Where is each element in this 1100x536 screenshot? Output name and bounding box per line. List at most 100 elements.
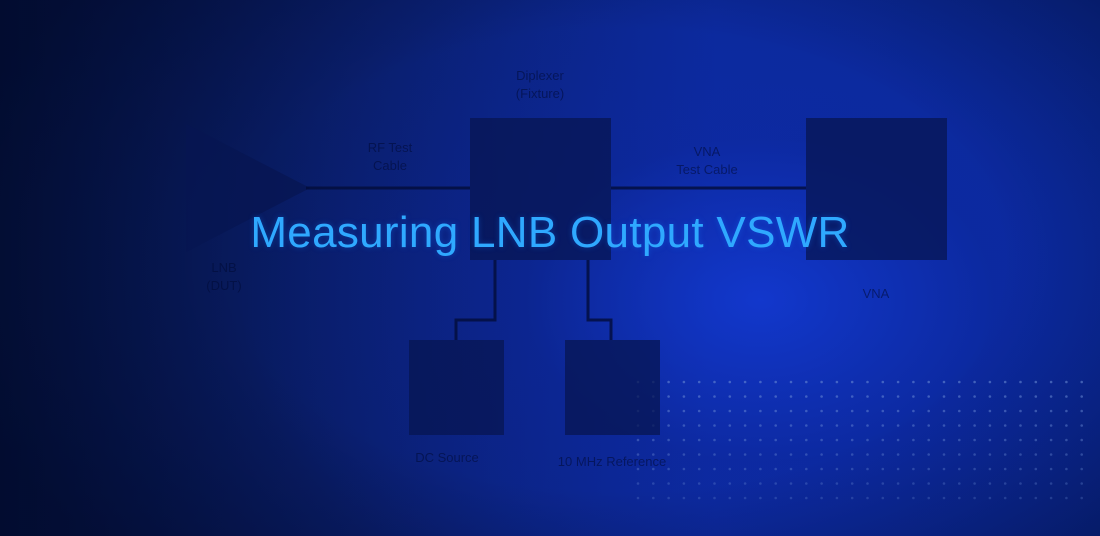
grid-dot xyxy=(942,438,946,442)
grid-dot xyxy=(1065,467,1068,471)
grid-dot xyxy=(973,380,976,384)
grid-dot xyxy=(896,424,900,427)
grid-dot xyxy=(682,496,686,500)
grid-dot xyxy=(759,467,762,471)
grid-dot xyxy=(958,453,961,456)
grid-dot xyxy=(1003,438,1007,442)
dc-source-connector xyxy=(454,260,497,340)
vna-cable-label-line2: Test Cable xyxy=(676,162,737,177)
grid-dot xyxy=(789,467,793,471)
grid-dot xyxy=(866,438,869,442)
grid-dot xyxy=(988,395,992,398)
grid-dot xyxy=(743,424,747,427)
grid-dot xyxy=(896,395,900,398)
grid-dot xyxy=(927,424,930,427)
grid-dot xyxy=(1034,424,1038,427)
grid-dot xyxy=(1080,496,1083,500)
grid-dot xyxy=(835,453,839,456)
grid-dot xyxy=(789,380,793,384)
grid-dot xyxy=(1080,467,1083,471)
grid-dot xyxy=(682,467,686,471)
grid-dot xyxy=(682,380,686,384)
grid-dot xyxy=(973,482,976,485)
grid-dot xyxy=(774,453,777,456)
grid-dot xyxy=(1034,496,1038,500)
grid-dot xyxy=(1065,424,1068,427)
grid-dot xyxy=(850,438,854,442)
grid-dot xyxy=(1019,496,1022,500)
grid-dot xyxy=(805,424,808,427)
grid-dot xyxy=(912,482,915,485)
grid-dot xyxy=(1080,453,1083,456)
grid-dot xyxy=(697,424,701,427)
grid-dot xyxy=(1003,395,1007,398)
grid-dot xyxy=(973,438,976,442)
grid-dot xyxy=(1019,380,1022,384)
grid-dot xyxy=(1080,424,1083,427)
grid-dot xyxy=(789,438,793,442)
grid-dot xyxy=(1019,467,1022,471)
grid-dot xyxy=(912,467,915,471)
grid-dot xyxy=(743,438,747,442)
grid-dot xyxy=(973,424,976,427)
grid-dot xyxy=(667,395,670,398)
grid-dot xyxy=(636,438,640,442)
grid-dot xyxy=(881,496,885,500)
grid-dot xyxy=(896,496,900,500)
grid-dot xyxy=(896,482,900,485)
grid-dot xyxy=(759,424,762,427)
vna-block xyxy=(806,118,947,260)
grid-dot xyxy=(866,409,869,413)
grid-dot xyxy=(682,482,686,485)
grid-dot xyxy=(881,424,885,427)
grid-dot xyxy=(912,496,915,500)
dc-source-block xyxy=(409,340,504,435)
grid-dot xyxy=(912,424,915,427)
grid-dot xyxy=(805,482,808,485)
grid-dot xyxy=(1065,453,1068,456)
grid-dot xyxy=(1003,482,1007,485)
grid-dot xyxy=(743,380,747,384)
grid-dot xyxy=(667,467,670,471)
grid-dot xyxy=(942,424,946,427)
grid-dot xyxy=(912,409,915,413)
grid-dot xyxy=(805,438,808,442)
grid-dot xyxy=(896,453,900,456)
grid-dot xyxy=(820,395,823,398)
grid-dot xyxy=(697,438,701,442)
grid-dot xyxy=(697,496,701,500)
grid-dot xyxy=(728,453,732,456)
grid-dot xyxy=(805,380,808,384)
grid-dot xyxy=(958,467,961,471)
dot-grid-decoration xyxy=(636,380,1083,500)
grid-dot xyxy=(988,438,992,442)
grid-dot xyxy=(881,380,885,384)
grid-dot xyxy=(927,438,930,442)
grid-dot xyxy=(805,409,808,413)
grid-dot xyxy=(728,395,732,398)
grid-dot xyxy=(713,438,716,442)
grid-dot xyxy=(805,395,808,398)
grid-dot xyxy=(1019,453,1022,456)
grid-dot xyxy=(743,453,747,456)
grid-dot xyxy=(896,409,900,413)
grid-dot xyxy=(743,496,747,500)
grid-dot xyxy=(927,453,930,456)
grid-dot xyxy=(881,482,885,485)
grid-dot xyxy=(1003,496,1007,500)
grid-dot xyxy=(805,467,808,471)
grid-dot xyxy=(912,380,915,384)
grid-dot xyxy=(667,482,670,485)
grid-dot xyxy=(820,453,823,456)
grid-dot xyxy=(697,453,701,456)
grid-dot xyxy=(973,453,976,456)
grid-dot xyxy=(667,380,670,384)
grid-dot xyxy=(652,453,655,456)
grid-dot xyxy=(713,482,716,485)
grid-dot xyxy=(774,482,777,485)
grid-dot xyxy=(942,380,946,384)
grid-dot xyxy=(912,453,915,456)
grid-dot xyxy=(1049,380,1053,384)
